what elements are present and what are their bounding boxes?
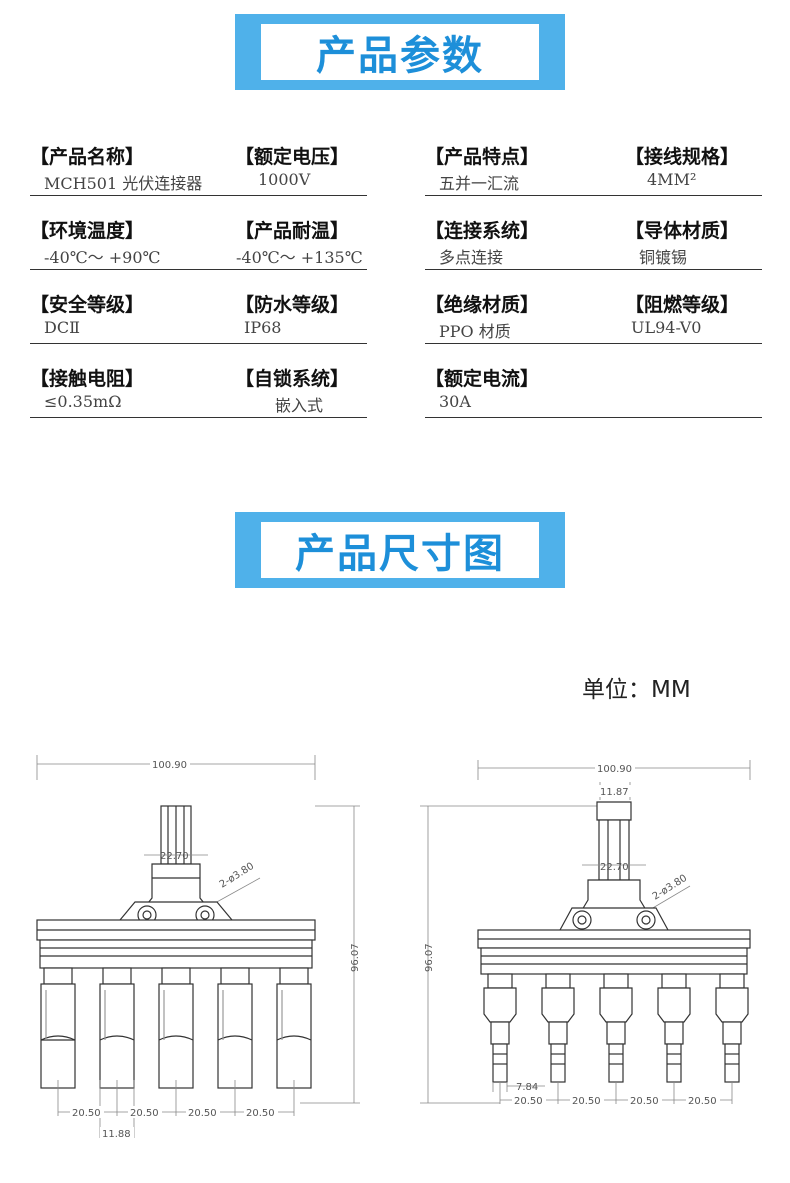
param-env-temp: 【环境温度】 -40℃～ +90℃ 【产品耐温】 -40℃～ +135℃: [30, 208, 367, 270]
left-branches: [40, 967, 312, 1089]
params-banner-inner: 产品参数: [261, 24, 539, 80]
dim-right-pitch-4: 20.50: [688, 1096, 717, 1107]
param-label: 【自锁系统】: [235, 368, 350, 390]
param-label: 【环境温度】: [30, 220, 145, 242]
param-label: 【安全等级】: [30, 294, 145, 316]
dim-right-height: 96.07: [424, 943, 435, 972]
param-connection: 【连接系统】 多点连接 【导体材质】 铜镀锡: [425, 208, 762, 270]
dim-left-hole: 2-ø3.80: [218, 861, 256, 891]
dims-title: 产品尺寸图: [295, 531, 505, 577]
param-value: 多点连接: [439, 248, 504, 267]
param-label: 【产品耐温】: [235, 220, 350, 242]
dim-left-width: 100.90: [152, 760, 187, 771]
param-features: 【产品特点】 五并一汇流 【接线规格】 4MM²: [425, 134, 762, 196]
param-label: 【阻燃等级】: [625, 294, 740, 316]
dim-left-center: 22.70: [160, 851, 189, 862]
params-banner: 产品参数: [235, 14, 565, 90]
param-contact-resistance: 【接触电阻】 ≤0.35mΩ 【自锁系统】 嵌入式: [30, 356, 367, 418]
right-branches: [483, 973, 749, 1083]
param-insulation: 【绝缘材质】 PPO 材质 【阻燃等级】 UL94-V0: [425, 282, 762, 344]
param-product-name: 【产品名称】 MCH501 光伏连接器 【额定电压】 1000V: [30, 134, 367, 196]
param-label: 【额定电流】: [425, 368, 540, 390]
param-safety: 【安全等级】 DCⅡ 【防水等级】 IP68: [30, 282, 367, 344]
left-dim-labels: 100.90 22.70 2-ø3.80 96.07 20.50 20.50 2…: [70, 757, 361, 1140]
param-label: 【绝缘材质】: [425, 294, 540, 316]
dim-left-height: 96.07: [350, 943, 361, 972]
param-label: 【额定电压】: [235, 146, 350, 168]
param-value: 嵌入式: [275, 396, 324, 415]
param-value: 4MM²: [647, 170, 697, 189]
drawing-right: [420, 760, 751, 1104]
dim-left-pitch-3: 20.50: [188, 1108, 217, 1119]
dim-left-pitch-1: 20.50: [72, 1108, 101, 1119]
drawing-left: [36, 755, 360, 1138]
param-value: -40℃～ +90℃: [44, 248, 161, 267]
param-value: IP68: [244, 318, 282, 337]
param-label: 【导体材质】: [625, 220, 740, 242]
param-label: 【产品特点】: [425, 146, 540, 168]
dim-left-pitch-2: 20.50: [130, 1108, 159, 1119]
param-label: 【防水等级】: [235, 294, 350, 316]
param-label: 【接线规格】: [625, 146, 740, 168]
dim-left-pitch-4: 20.50: [246, 1108, 275, 1119]
param-value: -40℃～ +135℃: [236, 248, 363, 267]
dim-right-pitch-1: 20.50: [514, 1096, 543, 1107]
dim-left-pin-width: 11.88: [102, 1129, 131, 1140]
param-value: ≤0.35mΩ: [44, 392, 122, 411]
param-value: MCH501 光伏连接器: [44, 174, 203, 193]
param-value: 30A: [439, 392, 471, 411]
param-value: 铜镀锡: [639, 248, 688, 267]
params-title: 产品参数: [316, 33, 484, 79]
param-value: PPO 材质: [439, 322, 511, 341]
dims-banner: 产品尺寸图: [235, 512, 565, 588]
param-label: 【连接系统】: [425, 220, 540, 242]
param-value: 1000V: [258, 170, 311, 189]
param-value: UL94-V0: [631, 318, 702, 337]
dim-right-pitch-2: 20.50: [572, 1096, 601, 1107]
dim-right-width: 100.90: [597, 764, 632, 775]
param-value: 五并一汇流: [439, 174, 520, 193]
param-label: 【产品名称】: [30, 146, 145, 168]
dimension-drawings: 100.90 22.70 2-ø3.80 96.07 20.50 20.50 2…: [36, 755, 751, 1140]
param-rated-current: 【额定电流】 30A: [425, 356, 762, 418]
dim-right-center: 22.70: [600, 862, 629, 873]
dim-right-top-width: 11.87: [600, 787, 629, 798]
param-value: DCⅡ: [44, 318, 80, 337]
dims-banner-inner: 产品尺寸图: [261, 522, 539, 578]
unit-label: 单位：MM: [582, 677, 691, 703]
dim-right-pin-width: 7.84: [516, 1082, 538, 1093]
dim-right-pitch-3: 20.50: [630, 1096, 659, 1107]
param-label: 【接触电阻】: [30, 368, 145, 390]
